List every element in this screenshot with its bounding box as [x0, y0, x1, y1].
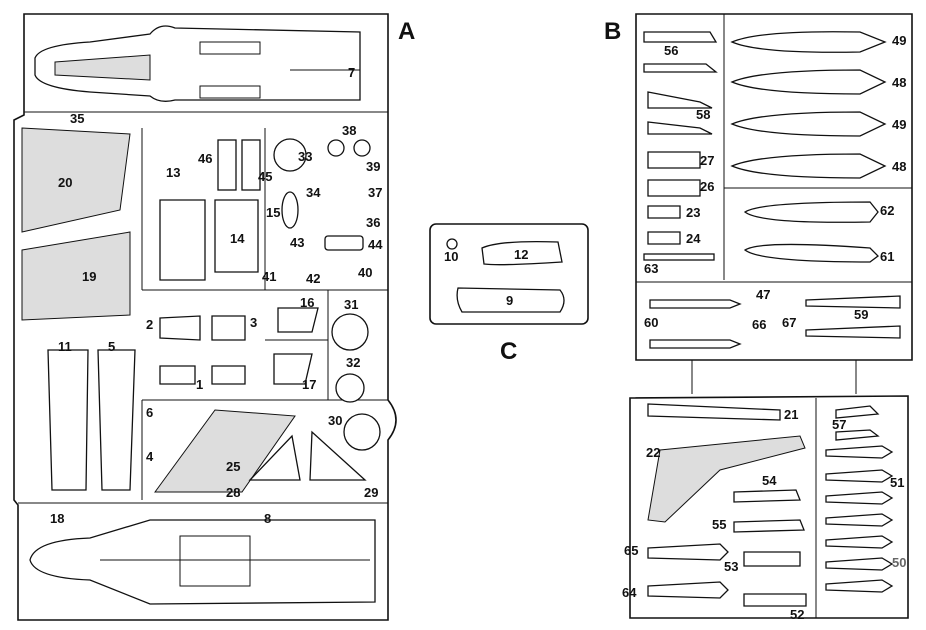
part-number: 40 [358, 265, 373, 280]
part-number: 34 [306, 185, 321, 200]
part-number: 67 [782, 315, 797, 330]
part-number: 11 [58, 339, 72, 354]
part-number: 27 [700, 153, 715, 168]
part-number: 45 [258, 169, 273, 184]
part-7-fuselage-upper [34, 25, 361, 102]
sprue-label-c: C [500, 338, 518, 365]
part-number: 33 [298, 149, 313, 164]
part-number: 59 [854, 307, 869, 322]
part-number: 1 [196, 377, 204, 392]
part-number: 57 [832, 417, 847, 432]
part-number: 22 [646, 445, 661, 460]
part-number: 43 [290, 235, 305, 250]
part-number: 26 [700, 179, 715, 194]
part-25-28-29-fins [154, 409, 367, 493]
part-number: 65 [624, 543, 639, 558]
part-number: 19 [82, 269, 97, 284]
part-number: 52 [790, 607, 805, 622]
part-number: 14 [230, 231, 245, 246]
part-number: 35 [70, 111, 85, 126]
missiles [649, 295, 901, 349]
part-number: 5 [108, 339, 116, 354]
part-number: 23 [686, 205, 701, 220]
part-number: 25 [226, 459, 241, 474]
part-number: 41 [262, 269, 277, 284]
part-number: 38 [342, 123, 357, 138]
part-number: 49 [892, 117, 907, 132]
bombs-51-50 [825, 405, 894, 593]
part-number: 46 [198, 151, 213, 166]
part-number: 64 [622, 585, 637, 600]
part-number: 51 [890, 475, 905, 490]
part-number: 42 [306, 271, 321, 286]
fuel-tanks [730, 31, 887, 263]
part-number: 36 [366, 215, 381, 230]
part-number: 53 [724, 559, 739, 574]
part-number: 9 [506, 293, 514, 308]
part-number: 20 [58, 175, 73, 190]
part-8-fuselage-lower [29, 519, 376, 605]
part-number: 55 [712, 517, 727, 532]
part-number: 48 [892, 159, 907, 174]
part-number: 6 [146, 405, 154, 420]
part-1-2-3 [159, 307, 319, 385]
part-number: 63 [644, 261, 659, 276]
part-number: 44 [368, 237, 383, 252]
round-parts [273, 138, 381, 451]
part-number: 13 [166, 165, 181, 180]
part-number: 3 [250, 315, 258, 330]
part-number: 7 [348, 65, 356, 80]
part-number: 47 [756, 287, 771, 302]
part-number: 2 [146, 317, 154, 332]
pylons-left [643, 31, 718, 261]
part-number: 30 [328, 413, 343, 428]
part-number: 62 [880, 203, 895, 218]
part-number: 37 [368, 185, 383, 200]
part-number: 58 [696, 107, 711, 122]
part-number: 12 [514, 247, 529, 262]
part-number: 66 [752, 317, 767, 332]
part-number: 39 [366, 159, 381, 174]
part-number: 17 [302, 377, 317, 392]
part-number: 4 [146, 449, 154, 464]
part-number: 31 [344, 297, 359, 312]
part-number: 61 [880, 249, 895, 264]
part-number: 15 [266, 205, 281, 220]
sprue-label-b: B [604, 18, 622, 45]
part-11-5-intakes [47, 349, 136, 491]
part-number: 48 [892, 75, 907, 90]
part-number: 16 [300, 295, 315, 310]
part-13-14-cockpit [159, 139, 261, 281]
sprue-label-a: A [398, 18, 416, 45]
sprue-b-frame [629, 13, 913, 619]
part-number: 49 [892, 33, 907, 48]
part-number: 24 [686, 231, 701, 246]
sprue-c-frame [429, 223, 589, 325]
part-number: 32 [346, 355, 361, 370]
part-number: 54 [762, 473, 777, 488]
part-21-22-54-55 [647, 403, 807, 607]
part-number: 56 [664, 43, 679, 58]
part-number: 29 [364, 485, 379, 500]
sprue-a-frame [13, 13, 397, 621]
part-number: 8 [264, 511, 272, 526]
part-number: 10 [444, 249, 459, 264]
part-number: 60 [644, 315, 659, 330]
part-number: 18 [50, 511, 65, 526]
part-number: 28 [226, 485, 241, 500]
part-number: 21 [784, 407, 799, 422]
part-number: 50 [892, 555, 907, 570]
part-20-19-wings [21, 127, 131, 321]
